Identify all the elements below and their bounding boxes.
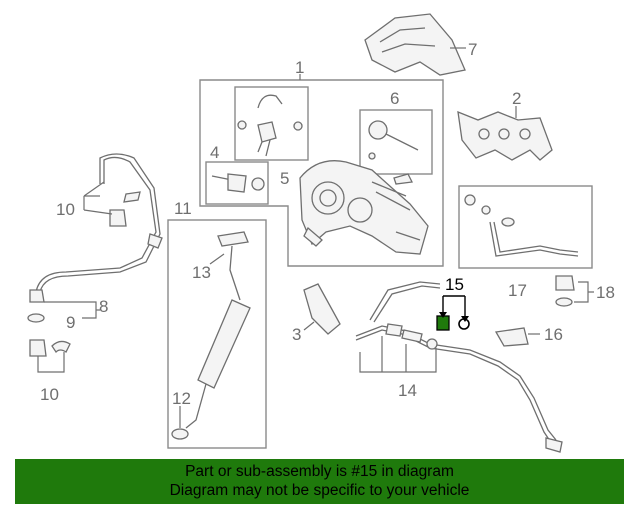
callout-10-bottom: 10 (40, 385, 59, 404)
banjo-fitting-part-8[interactable] (27, 289, 45, 323)
group-box-11 (167, 219, 267, 449)
oil-return-pipe-part-11[interactable] (171, 231, 251, 440)
info-banner: Part or sub-assembly is #15 in diagram D… (15, 459, 624, 504)
banner-line-1: Part or sub-assembly is #15 in diagram (185, 463, 454, 480)
callout-10-top: 10 (56, 200, 75, 219)
leader-13 (209, 253, 225, 265)
callout-9: 9 (66, 313, 75, 332)
leader-18 (574, 281, 594, 303)
fitting-part-18[interactable] (555, 275, 575, 307)
heat-shield-part-7[interactable] (364, 13, 466, 76)
callout-2: 2 (512, 89, 521, 108)
leader-3 (303, 321, 315, 331)
wastegate-actuator[interactable] (368, 120, 419, 185)
callout-6: 6 (390, 89, 399, 108)
leader-8-9 (44, 301, 100, 319)
wastegate-link-parts[interactable] (237, 94, 303, 157)
callout-12: 12 (172, 389, 191, 408)
callout-18: 18 (596, 283, 615, 302)
banner-line-2: Diagram may not be specific to your vehi… (169, 482, 470, 499)
oil-feed-line-part-17[interactable] (464, 194, 579, 257)
turbocharger-part-1[interactable] (299, 160, 429, 255)
callout-15: 15 (445, 275, 464, 294)
connector-part-10[interactable] (29, 339, 71, 357)
callout-1: 1 (295, 58, 304, 77)
callout-16: 16 (544, 325, 563, 344)
callout-4: 4 (210, 143, 219, 162)
bracket-part-3[interactable] (303, 283, 341, 335)
coolant-line-part-14[interactable] (355, 281, 563, 453)
exhaust-gasket-part-2[interactable] (457, 110, 553, 161)
callout-11: 11 (174, 199, 192, 218)
leader-10-bottom (37, 352, 65, 373)
group-box-4 (205, 161, 269, 205)
callout-5: 5 (280, 169, 289, 188)
leader-14 (359, 336, 437, 373)
arrowheads-15 (439, 312, 469, 322)
callout-17: 17 (508, 281, 527, 300)
bracket-part-16[interactable] (494, 327, 529, 347)
leader-10-top (83, 181, 113, 215)
callout-13: 13 (192, 263, 211, 282)
callout-7: 7 (468, 40, 477, 59)
water-line-part-10[interactable] (35, 153, 163, 293)
callout-3: 3 (292, 325, 301, 344)
group-box-5 (234, 86, 309, 161)
group-box-6 (359, 109, 433, 175)
callout-14: 14 (398, 381, 417, 400)
group-box-1 (199, 79, 444, 267)
callout-8: 8 (99, 297, 108, 316)
leader-15 (442, 295, 466, 318)
group-box-17 (458, 185, 593, 269)
stud-part-4[interactable] (211, 173, 265, 193)
